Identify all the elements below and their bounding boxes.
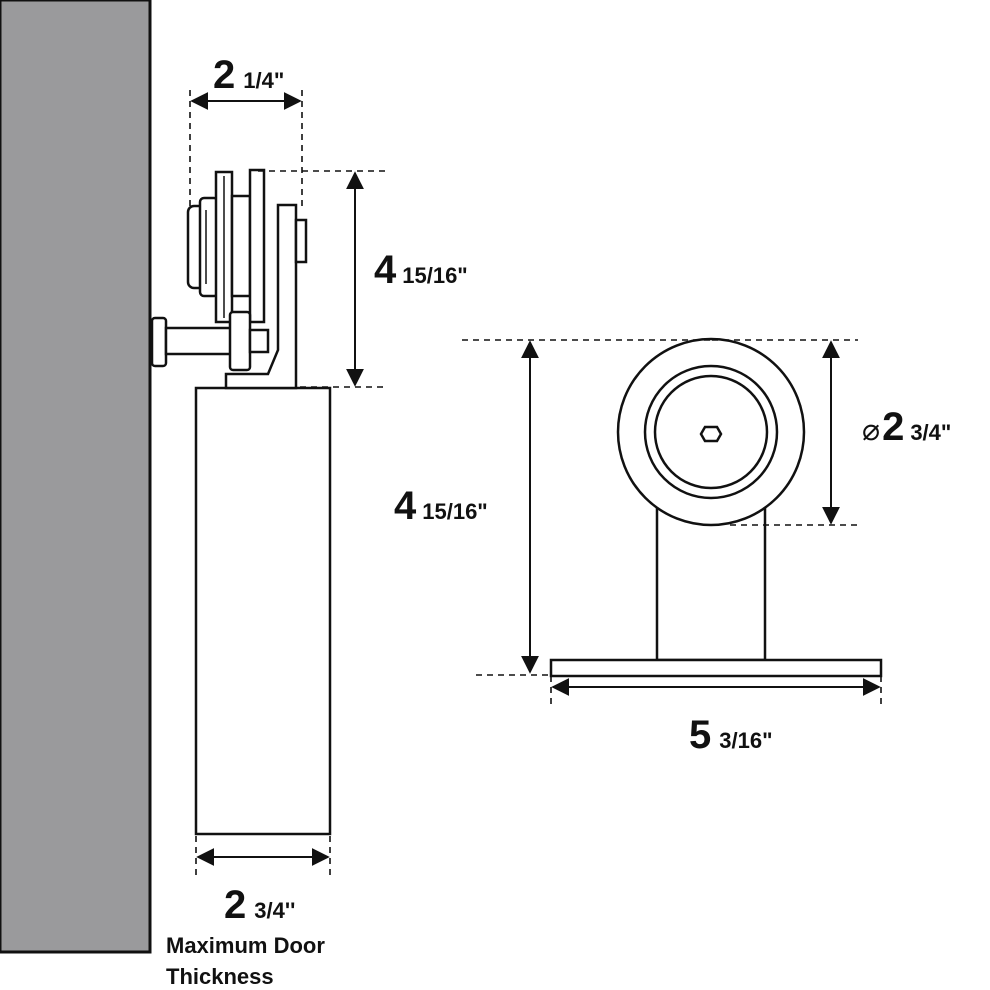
wheel-width-fraction: 1/4" [243, 68, 284, 93]
hanger-height-fraction: 15/16" [402, 263, 467, 288]
base-plate [549, 658, 883, 678]
caption-line-2: Thickness [166, 964, 274, 989]
wheel-diameter-whole: 2 [882, 405, 904, 449]
wheel-side [186, 168, 266, 324]
svg-text:53/16": 5 3/16" [689, 713, 773, 757]
door-thickness-fraction: 3/4'' [254, 898, 295, 923]
hanger-strap [224, 203, 298, 390]
wheel-diameter-fraction: 3/4" [910, 420, 951, 445]
svg-text:21/4": 2 1/4" [213, 53, 284, 97]
hex-bolt-icon [699, 425, 723, 443]
door-panel [194, 386, 332, 836]
axle-nut [294, 218, 308, 264]
mounting-bolt [150, 310, 270, 372]
svg-text:23/4'': 2 3/4'' [224, 883, 295, 927]
total-height-fraction: 15/16" [422, 499, 487, 524]
wheel-width-whole: 2 [213, 53, 235, 97]
door-thickness-whole: 2 [224, 883, 246, 927]
caption-line-1: Maximum Door [166, 933, 325, 958]
diameter-symbol: ⌀ [862, 414, 880, 447]
hanger-height-whole: 4 [374, 248, 397, 292]
svg-text:⌀23/4": ⌀23/4" [862, 405, 951, 449]
svg-text:415/16": 415/16" [394, 484, 488, 528]
base-width-whole: 5 [689, 713, 711, 757]
base-width-fraction: 3/16" [719, 728, 772, 753]
total-height-whole: 4 [394, 484, 417, 528]
wall [0, 0, 152, 954]
svg-text:415/16": 415/16" [374, 248, 468, 292]
